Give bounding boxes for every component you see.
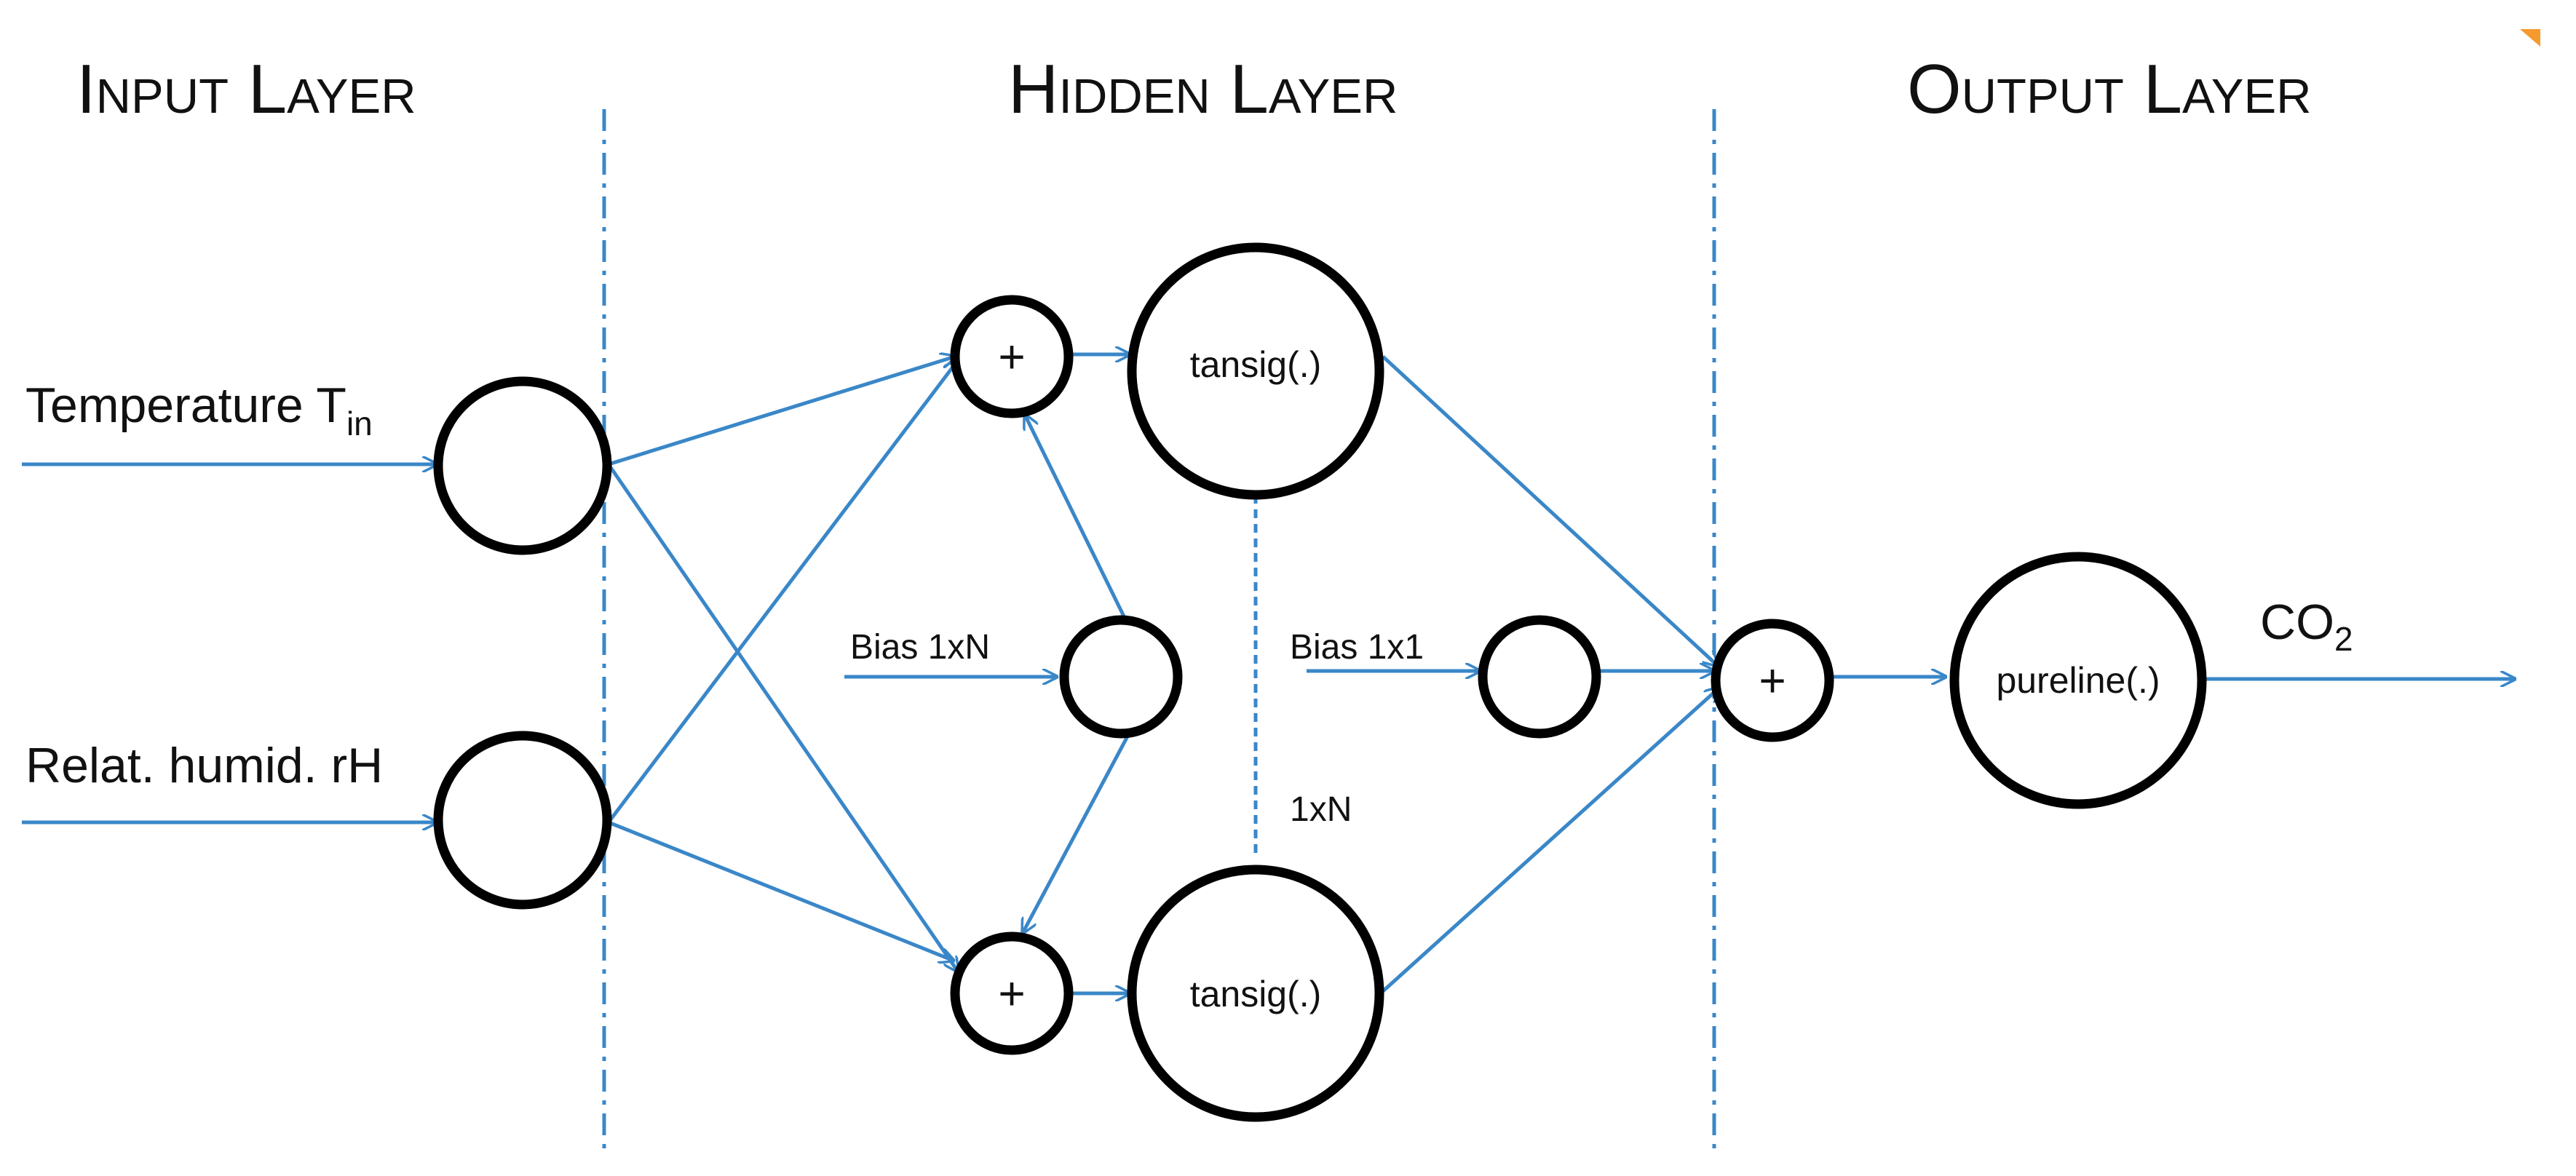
temperature-subscript: in xyxy=(346,405,373,442)
edge-temp-to-sum-bottom xyxy=(606,463,958,972)
temperature-input-label: Temperature Tin xyxy=(25,378,373,442)
output-layer-title: Output Layer xyxy=(1907,50,2312,128)
edge-humid-to-sum-top xyxy=(607,360,958,824)
output-bias-label: Bias 1x1 xyxy=(1290,628,1424,667)
hidden-tansig-top-label: tansig(.) xyxy=(1190,344,1322,385)
edge-tansig-top-to-output-sum xyxy=(1382,355,1718,666)
hidden-tansig-bottom-label: tansig(.) xyxy=(1190,974,1322,1014)
hidden-tansig-node-bottom xyxy=(1127,865,1384,1122)
hidden-sum-node-bottom xyxy=(950,931,1074,1055)
hidden-dimension-label: 1xN xyxy=(1290,790,1352,829)
edge-temp-to-sum-top xyxy=(608,357,955,466)
co2-output-label: CO2 xyxy=(2260,595,2353,658)
output-pureline-label: pureline(.) xyxy=(1996,660,2160,701)
hidden-sum-top-label: + xyxy=(998,330,1025,383)
edge-bias-to-sum-bottom xyxy=(1023,734,1130,933)
corner-accent xyxy=(2520,29,2540,47)
output-sum-label: + xyxy=(1759,654,1786,707)
edge-humid-to-sum-bottom xyxy=(608,820,954,961)
output-sum-node xyxy=(1711,619,1834,742)
edge-bias-to-sum-top xyxy=(1025,415,1129,624)
hidden-layer-title: Hidden Layer xyxy=(1008,50,1398,128)
hidden-bias-label: Bias 1xN xyxy=(850,628,990,667)
output-pureline-node xyxy=(1949,552,2207,809)
hidden-sum-node-top xyxy=(950,295,1074,418)
hidden-bias-node xyxy=(1059,615,1183,739)
input-node-humidity xyxy=(433,731,612,910)
humidity-input-label: Relat. humid. rH xyxy=(25,738,383,793)
co2-subscript: 2 xyxy=(2334,620,2353,658)
edge-tansig-bottom-to-output-sum xyxy=(1382,688,1719,993)
input-layer-title: Input Layer xyxy=(76,50,416,128)
hidden-sum-bottom-label: + xyxy=(998,967,1025,1020)
input-node-temperature xyxy=(433,376,612,555)
hidden-tansig-node-top xyxy=(1127,242,1384,500)
output-bias-node xyxy=(1478,615,1601,739)
